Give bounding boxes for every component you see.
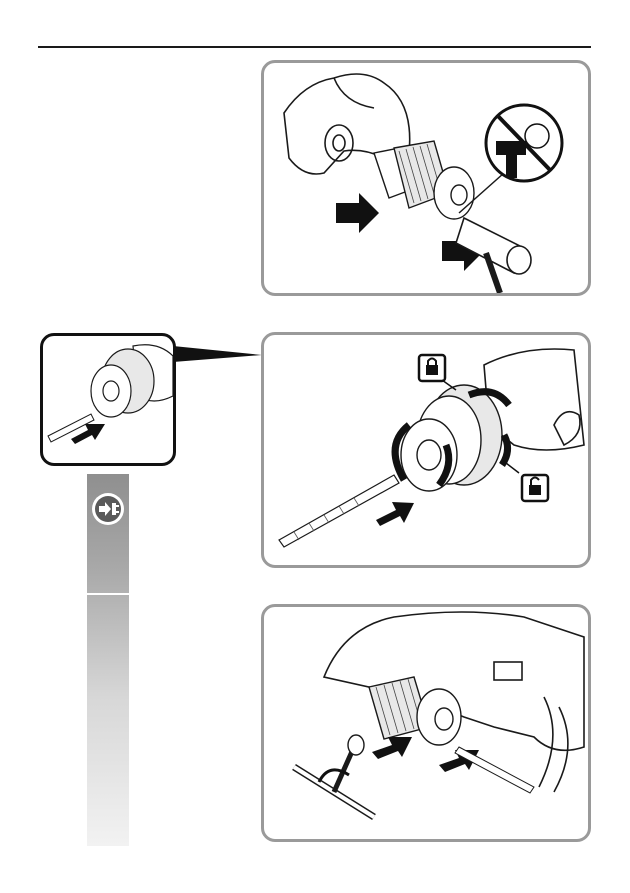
push-arrow-icon (376, 502, 414, 526)
figure-chuck-mounting (261, 60, 591, 296)
figure-bit-insertion-keyed (261, 604, 591, 842)
chuck-key-icon (294, 735, 374, 817)
drill-bit-icon (455, 747, 534, 793)
drill-bit-icon (279, 475, 399, 547)
figure-bit-insertion-keyless-art (264, 335, 588, 565)
figure-bit-insertion-keyless (261, 332, 591, 568)
sidebar-safety-bar (87, 474, 129, 846)
unplug-before-work-icon (91, 492, 125, 526)
push-arrow-icon (336, 193, 379, 233)
keyed-chuck-icon (369, 677, 461, 745)
rotate-arrow-icon (319, 770, 349, 782)
header-rule (38, 46, 591, 48)
chuck-icon (374, 141, 474, 219)
figure-inset-keyless-chuck (40, 333, 176, 466)
no-hammer-sign-icon (486, 105, 562, 181)
sidebar-divider (87, 593, 129, 595)
push-arrow-icon (372, 737, 412, 759)
figure-chuck-mounting-art (264, 63, 588, 293)
figure-bit-insertion-keyed-art (264, 607, 588, 839)
unlock-icon (522, 475, 548, 501)
keyless-chuck-icon (401, 385, 502, 491)
figure-inset-keyless-chuck-art (43, 336, 173, 463)
lock-icon (419, 355, 445, 381)
